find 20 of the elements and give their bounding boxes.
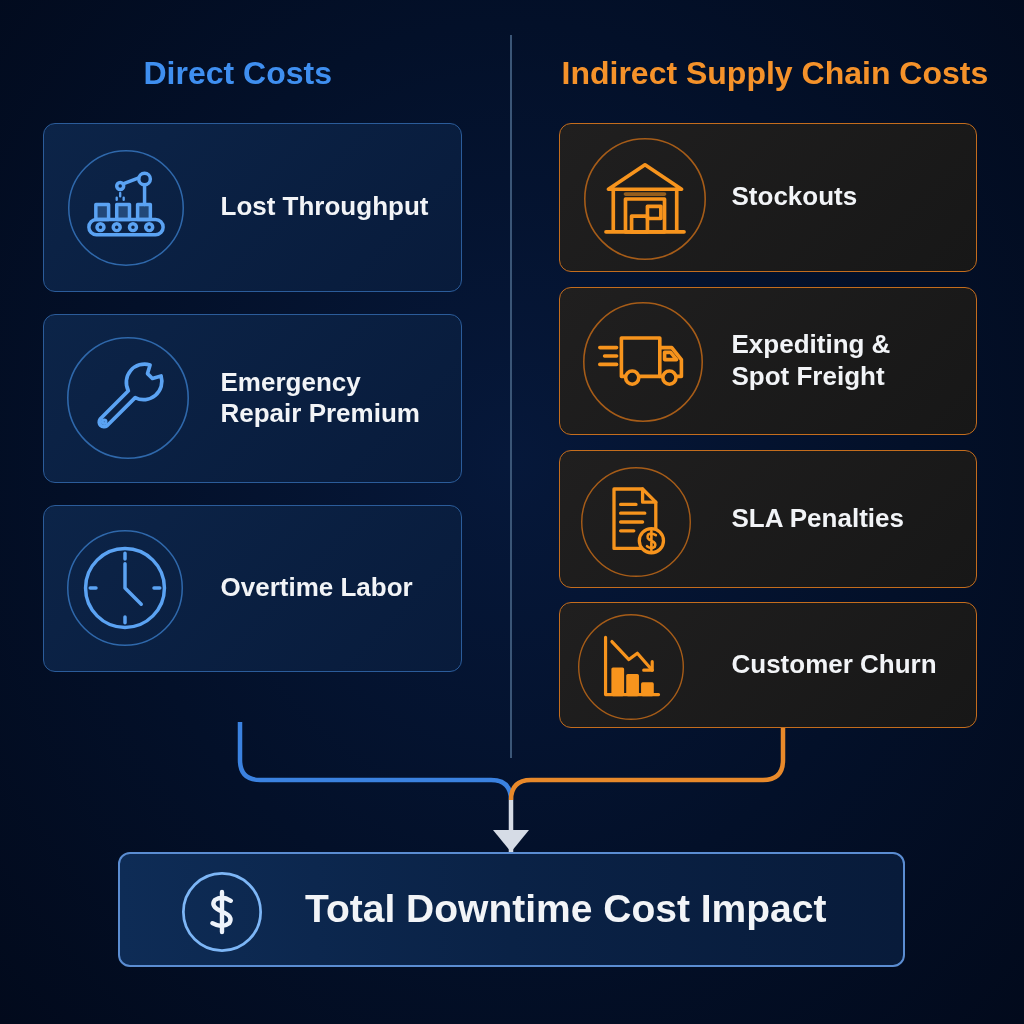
column-heading: Direct Costs (143, 54, 332, 92)
cost-card (43, 314, 462, 483)
cost-card (559, 450, 977, 588)
total-label: Total Downtime Cost Impact (305, 886, 827, 933)
cost-label: Stockouts (731, 181, 858, 213)
cost-label: Emergency Repair Premium (220, 366, 421, 430)
cost-label: Customer Churn (731, 648, 937, 681)
cost-label: Lost Throughput (220, 191, 429, 223)
cost-label: Overtime Labor (220, 572, 413, 604)
cost-card (43, 505, 462, 672)
cost-card (43, 123, 462, 292)
connector-line (508, 728, 786, 801)
cost-card (559, 287, 977, 435)
cost-card (559, 123, 977, 272)
arrow (493, 800, 529, 852)
cost-card (559, 602, 977, 728)
cost-label: Expediting & Spot Freight (731, 329, 892, 392)
total-card (118, 852, 905, 967)
column-heading: Indirect Supply Chain Costs (561, 54, 989, 92)
cost-label: SLA Penalties (731, 502, 904, 535)
